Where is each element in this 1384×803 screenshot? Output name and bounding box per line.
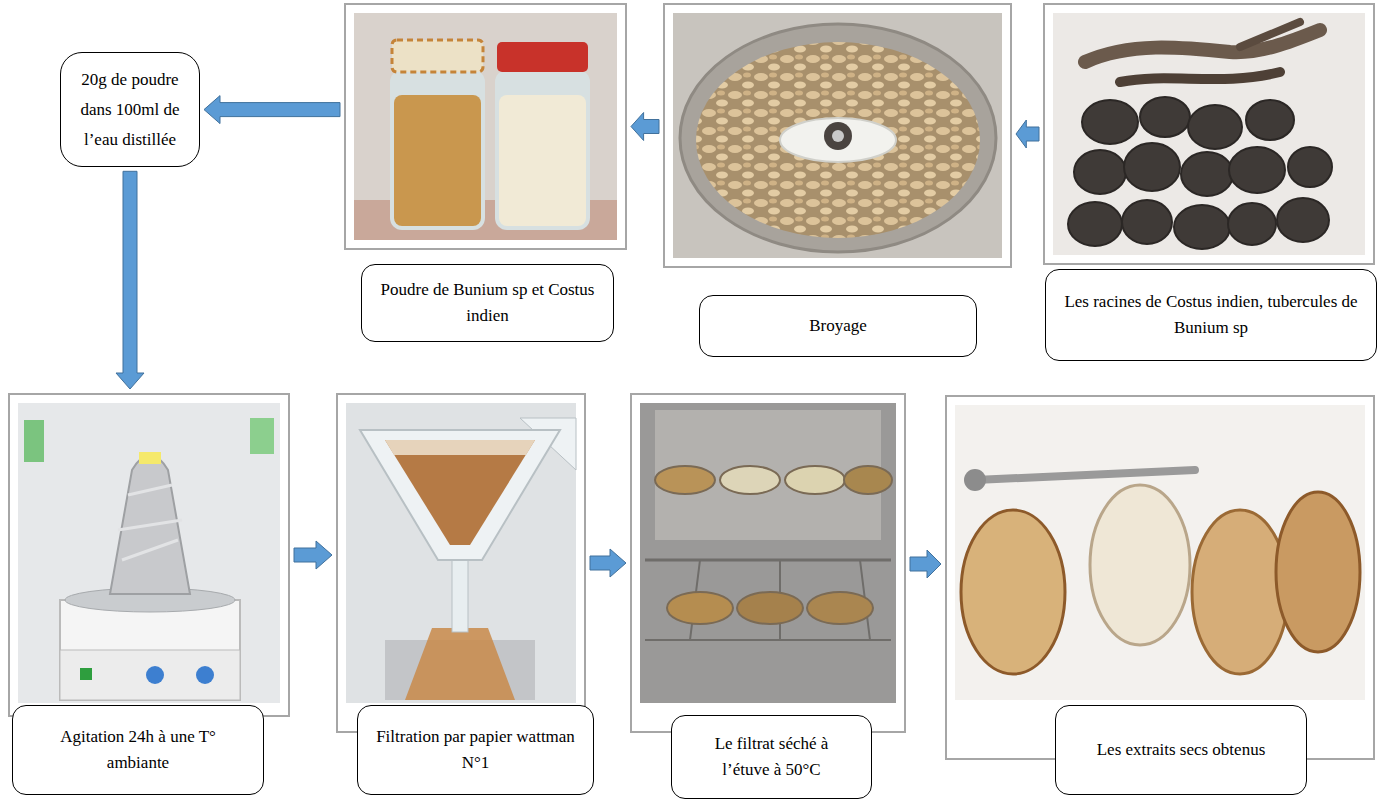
text-stack: Filtration par papier wattman N°1 — [376, 724, 575, 777]
roots-photo — [1053, 13, 1365, 255]
step-label: Le filtrat séché à l’étuve à 50°C — [690, 731, 853, 784]
step-label: Filtration par papier wattman N°1 — [376, 724, 575, 777]
flow-arrow — [1016, 120, 1039, 148]
extract-step: Les extraits secs obtenus — [945, 395, 1375, 760]
powder-step: Poudre de Bunium sp et Costus indien — [344, 3, 627, 250]
dry-extracts-photo — [955, 405, 1365, 700]
magnetic-stirrer-photo — [18, 403, 280, 703]
drying-step: Le filtrat séché à l’étuve à 50°C — [630, 393, 906, 733]
flow-arrow — [631, 113, 659, 141]
caption-box: Les extraits secs obtenus — [1055, 705, 1307, 795]
caption-box: Agitation 24h à une T° ambiante — [12, 705, 264, 795]
caption-box: Broyage — [699, 295, 977, 357]
oven-photo — [640, 403, 896, 703]
step-label: 20g de poudre dans 100ml de l’eau distil… — [75, 65, 185, 154]
text-stack: Les extraits secs obtenus — [1097, 737, 1266, 763]
step-label: Les racines de Costus indien, tubercules… — [1064, 289, 1358, 342]
filtration-step: Filtration par papier wattman N°1 — [336, 393, 586, 733]
text-stack: Le filtrat séché à l’étuve à 50°C — [690, 731, 853, 784]
step-label: Broyage — [809, 313, 867, 339]
text-stack: Agitation 24h à une T° ambiante — [31, 724, 245, 777]
text-stack: Les racines de Costus indien, tubercules… — [1064, 289, 1358, 342]
caption-box: Poudre de Bunium sp et Costus indien — [361, 264, 614, 342]
roots-step: Les racines de Costus indien, tubercules… — [1043, 3, 1375, 265]
filtration-photo — [346, 403, 576, 703]
grinding-step: Broyage — [663, 3, 1012, 268]
step-label: Poudre de Bunium sp et Costus indien — [380, 277, 595, 330]
text-stack: 20g de poudre dans 100ml de l’eau distil… — [75, 65, 185, 154]
text-stack: Poudre de Bunium sp et Costus indien — [380, 277, 595, 330]
flow-arrow — [590, 549, 626, 577]
caption-box: Le filtrat séché à l’étuve à 50°C — [671, 715, 872, 799]
powder-jars-photo — [354, 13, 617, 240]
step-label: Agitation 24h à une T° ambiante — [31, 724, 245, 777]
flow-arrow — [204, 96, 340, 124]
caption-box: Filtration par papier wattman N°1 — [357, 705, 594, 795]
flow-arrow — [116, 171, 144, 389]
text-stack: Broyage — [809, 313, 867, 339]
flow-arrow — [294, 541, 332, 569]
grinder-photo — [673, 13, 1002, 258]
stirring-step: Agitation 24h à une T° ambiante — [8, 393, 290, 717]
flow-arrow — [910, 550, 941, 578]
step-label: Les extraits secs obtenus — [1097, 737, 1266, 763]
caption-box: Les racines de Costus indien, tubercules… — [1045, 269, 1377, 361]
mixing-step: 20g de poudre dans 100ml de l’eau distil… — [60, 52, 200, 167]
